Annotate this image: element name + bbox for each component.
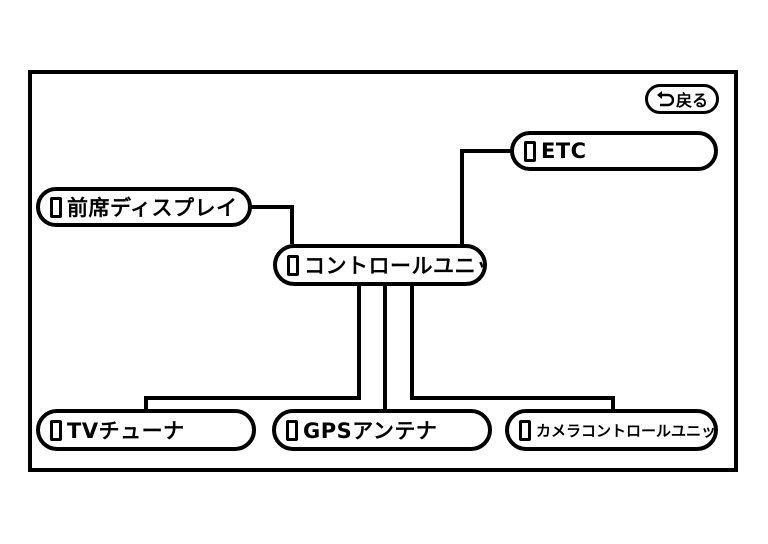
node-label: 前席ディスプレイ bbox=[67, 196, 238, 220]
node-control-unit[interactable]: コントロールユニット bbox=[273, 244, 487, 286]
back-label: 戻る bbox=[675, 91, 708, 110]
node-label: カメラコントロールユニット bbox=[536, 421, 718, 440]
node-gps-antenna[interactable]: GPSアンテナ bbox=[272, 409, 492, 451]
status-indicator-icon bbox=[286, 419, 298, 441]
line-etc bbox=[460, 149, 514, 244]
node-label: GPSアンテナ bbox=[303, 419, 438, 443]
node-camera-control-unit[interactable]: カメラコントロールユニット bbox=[505, 409, 718, 451]
node-etc[interactable]: ETC bbox=[510, 131, 718, 171]
back-button[interactable]: 戻る bbox=[645, 84, 719, 114]
node-label: TVチューナ bbox=[67, 419, 185, 443]
status-indicator-icon bbox=[524, 140, 536, 162]
line-tv bbox=[144, 285, 361, 410]
node-label: コントロールユニット bbox=[304, 254, 483, 278]
node-tv-tuner[interactable]: TVチューナ bbox=[36, 409, 256, 451]
status-indicator-icon bbox=[287, 254, 299, 276]
status-indicator-icon bbox=[50, 196, 62, 218]
node-front-display[interactable]: 前席ディスプレイ bbox=[36, 187, 252, 227]
return-arrow-icon bbox=[656, 91, 674, 107]
node-label: ETC bbox=[541, 139, 587, 163]
status-indicator-icon bbox=[50, 419, 62, 441]
line-camera bbox=[410, 285, 615, 410]
status-indicator-icon bbox=[519, 419, 531, 441]
line-front-display bbox=[250, 205, 294, 244]
